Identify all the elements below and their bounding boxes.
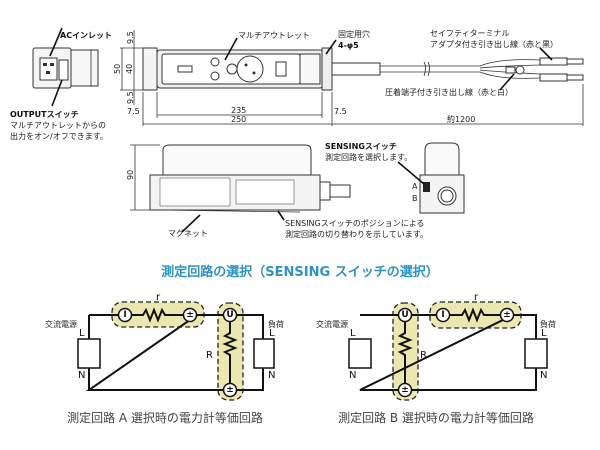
node-pm-voltage: ±	[226, 385, 234, 395]
circuit-a-caption: 測定回路 A 選択時の電力計等価回路	[67, 410, 263, 425]
dim-cable-length: 約1200	[447, 114, 475, 124]
cable: セイフティターミナル アダプタ付き引き出し線（赤と黒） 圧着端子付き引き出し線（…	[331, 29, 584, 97]
safety-terminal-label-1: セイフティターミナル	[430, 29, 510, 38]
load-l-label: L	[541, 328, 547, 339]
dim-top-margin: 9.5	[126, 31, 135, 44]
dim-total-length: 250	[231, 115, 246, 124]
node-pm-voltage: ±	[401, 385, 409, 395]
sensing-note-2: 測定回路の切り替わりを示しています。	[285, 229, 428, 239]
dim-left-offset: 7.5	[127, 107, 140, 116]
circuit-b-caption: 測定回路 B 選択時の電力計等価回路	[338, 410, 534, 425]
output-switch-desc-1: マルチアウトレットからの	[10, 121, 106, 130]
node-i: I	[123, 310, 126, 320]
position-a-label: A	[412, 182, 418, 191]
dim-height-total: 50	[113, 64, 122, 74]
output-switch-desc-2: 出力をオン/オフできます。	[10, 131, 108, 141]
load-l-label: L	[269, 328, 275, 339]
crimp-terminal-label: 圧着端子付き引き出し線（赤と白）	[385, 87, 513, 97]
sensing-note-1: SENSINGスイッチのポジションによる	[285, 219, 425, 228]
source-l-label: L	[350, 328, 356, 339]
load-n-label: N	[268, 370, 275, 381]
dimension-lines: 9.5 50 40 9.5 7.5 235 250 7.5 約1200	[113, 30, 584, 126]
load-label: 負荷	[540, 319, 556, 329]
voltage-path-highlight	[217, 302, 244, 401]
circuit-b: U I ± ± r R 交流電源 L N 負荷 L N 測定回路 B 選択時の電…	[316, 292, 556, 425]
output-switch-icon	[58, 59, 69, 81]
safety-terminal-label-2: アダプタ付き引き出し線（赤と黒）	[430, 39, 558, 49]
end-view-sensing: SENSINGスイッチ 測定回路を選択します。 A B	[325, 142, 465, 214]
sensing-switch-label: SENSINGスイッチ	[325, 142, 397, 151]
ac-inlet-label: ACインレット	[60, 31, 112, 40]
voltage-path-highlight	[392, 302, 419, 401]
big-r-label: R	[206, 350, 213, 361]
dim-right-offset: 7.5	[334, 107, 347, 116]
source-l-label: L	[79, 328, 85, 339]
big-r-label: R	[420, 350, 427, 361]
r-label: r	[474, 292, 479, 303]
node-pm-current: ±	[186, 310, 194, 320]
node-i: I	[441, 310, 444, 320]
section-title: 測定回路の選択（SENSING スイッチの選択）	[161, 264, 438, 280]
dim-side-height: 90	[126, 170, 135, 180]
source-n-label: N	[78, 370, 85, 381]
dim-bottom-margin: 9.5	[126, 91, 135, 104]
node-u: U	[401, 310, 408, 320]
node-u: U	[226, 310, 233, 320]
mount-hole-spec: 4-φ5	[338, 41, 359, 50]
magnet-label: マグネット	[168, 228, 208, 238]
node-pm-current: ±	[503, 310, 511, 320]
inlet-end-view: ACインレット OUTPUTスイッチ マルチアウトレットからの 出力をオン/オフ…	[10, 27, 112, 141]
source-label: 交流電源	[316, 319, 348, 329]
load-label: 負荷	[268, 319, 284, 329]
dim-height-inner: 40	[125, 64, 134, 74]
source-label: 交流電源	[45, 319, 77, 329]
top-view: マルチアウトレット 固定用穴 4-φ5	[142, 29, 370, 91]
side-view: 90 マグネット SENSINGスイッチのポジションによる 測定回路の切り替わり…	[126, 144, 428, 239]
dim-inner-length: 235	[231, 106, 246, 115]
output-switch-label: OUTPUTスイッチ	[10, 110, 79, 119]
multi-outlet-label: マルチアウトレット	[238, 31, 310, 40]
mount-hole-label: 固定用穴	[338, 29, 370, 39]
circuit-a: I ± U ± r R 交流電源 L N 負荷 L N 測定回路 A 選択時の電…	[45, 292, 284, 425]
r-label: r	[156, 292, 161, 303]
sensing-switch-desc: 測定回路を選択します。	[325, 152, 412, 162]
source-n-label: N	[349, 370, 356, 381]
sensing-switch-icon	[423, 182, 430, 192]
load-n-label: N	[540, 370, 547, 381]
position-b-label: B	[412, 194, 418, 203]
